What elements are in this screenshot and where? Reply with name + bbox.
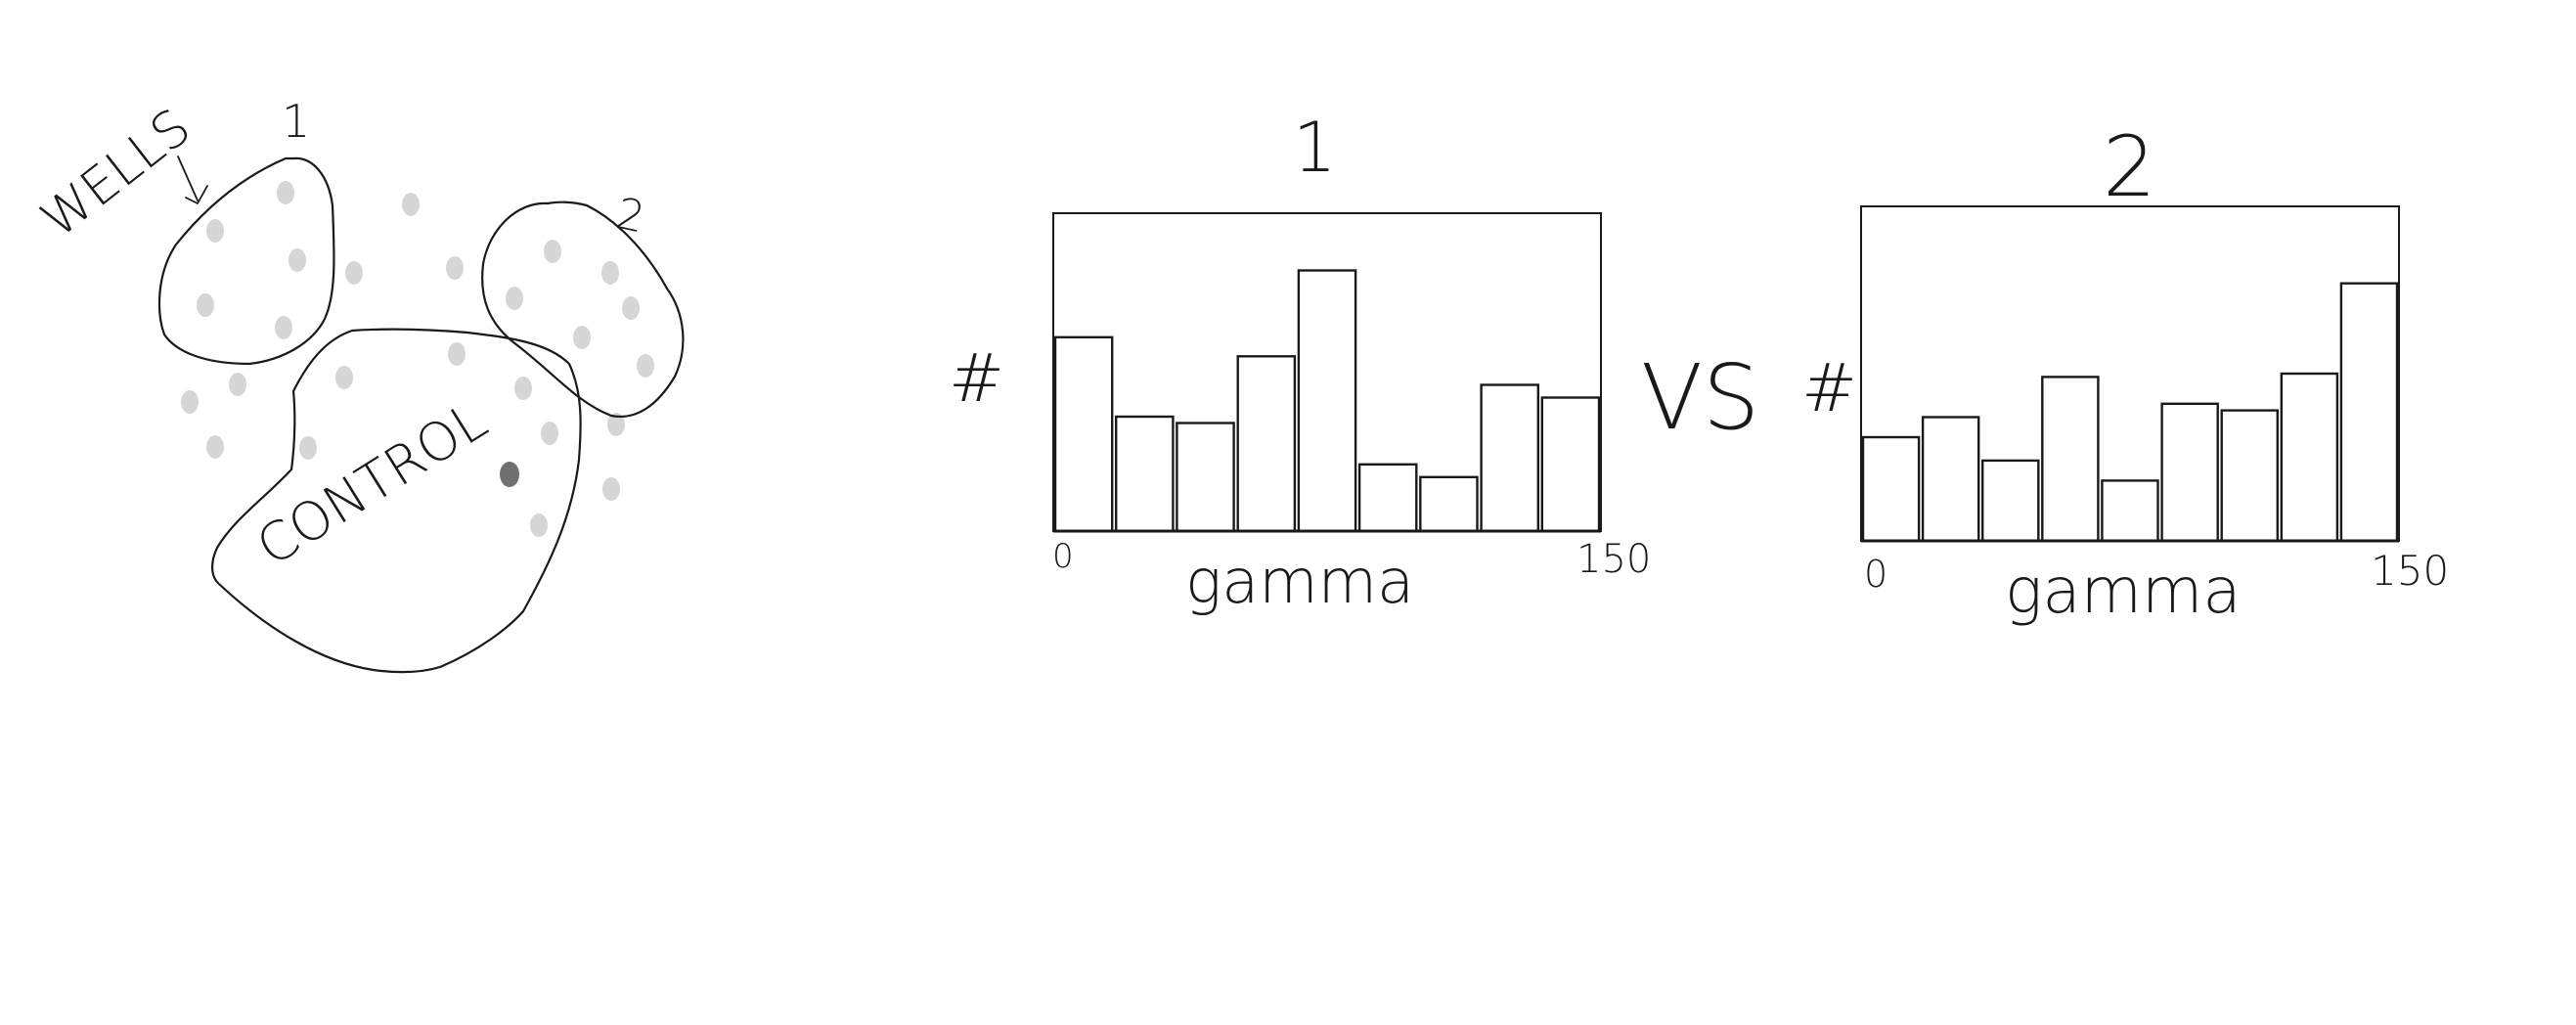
x-axis-label: gamma xyxy=(2005,556,2242,628)
histogram-bar xyxy=(2220,409,2279,543)
well xyxy=(622,296,640,320)
well xyxy=(206,219,224,243)
wells-label: WELLS xyxy=(30,98,201,249)
histogram-bar xyxy=(1176,422,1235,533)
well xyxy=(206,435,224,459)
histogram-bar xyxy=(1861,435,1921,543)
group-1-label: 1 xyxy=(282,95,310,148)
chart-title: 1 xyxy=(1293,108,1337,188)
well xyxy=(181,390,199,414)
wells-arrow xyxy=(177,156,208,204)
bars xyxy=(1053,269,1601,533)
well xyxy=(506,287,523,310)
well xyxy=(197,293,214,317)
x-axis-label: gamma xyxy=(1185,546,1414,617)
group-1-outline xyxy=(157,156,335,366)
histogram-bar xyxy=(1114,415,1175,533)
histogram-bar xyxy=(1480,383,1539,533)
well-plate-diagram: WELLS 1 2 CONTROL xyxy=(30,95,685,674)
well xyxy=(607,413,625,436)
histogram-bar xyxy=(1236,355,1297,533)
histogram-bar xyxy=(2280,372,2339,543)
well xyxy=(299,436,317,460)
well xyxy=(229,373,246,396)
well xyxy=(530,513,548,537)
well xyxy=(446,256,464,280)
histogram-bar xyxy=(1357,463,1418,533)
histogram-bar xyxy=(1921,416,1980,543)
well xyxy=(601,261,619,285)
versus-label: VS xyxy=(1641,345,1759,450)
control-label: CONTROL xyxy=(246,389,498,578)
y-axis-label: # xyxy=(1801,350,1857,427)
well xyxy=(544,240,561,263)
chart-title: 2 xyxy=(2103,118,2156,216)
histogram-bar xyxy=(2041,376,2100,543)
x-tick-min: 0 xyxy=(1864,553,1888,596)
x-tick-max: 150 xyxy=(2371,547,2449,595)
well xyxy=(335,366,353,389)
bars xyxy=(1861,282,2399,543)
y-axis-label: # xyxy=(949,340,1004,418)
histogram-bar xyxy=(1980,459,2040,543)
histogram-bar xyxy=(1419,475,1479,533)
histogram-bar xyxy=(1540,396,1601,533)
control-outline xyxy=(211,328,582,674)
group-2-label: 2 xyxy=(612,189,649,244)
x-tick-max: 150 xyxy=(1577,537,1651,582)
wells xyxy=(181,181,654,537)
histogram-2: 2 # 0 150 gamma xyxy=(1801,118,2449,628)
well xyxy=(541,422,558,445)
well xyxy=(277,181,294,204)
well xyxy=(637,354,654,378)
well xyxy=(514,377,532,400)
group-2-outline xyxy=(481,201,685,419)
x-tick-min: 0 xyxy=(1052,537,1074,576)
histogram-bar xyxy=(1053,335,1114,533)
well xyxy=(289,248,306,272)
histogram-bar xyxy=(2339,282,2399,543)
histogram-bar xyxy=(1297,269,1357,533)
well xyxy=(448,342,466,366)
well xyxy=(602,477,620,501)
well xyxy=(275,316,292,339)
histogram-bar xyxy=(2160,402,2219,543)
well xyxy=(573,326,591,349)
highlighted-well xyxy=(500,462,519,487)
well xyxy=(345,261,363,285)
histogram-1: 1 # 0 150 gamma xyxy=(949,108,1651,617)
well xyxy=(402,193,420,216)
histogram-bar xyxy=(2101,479,2159,543)
